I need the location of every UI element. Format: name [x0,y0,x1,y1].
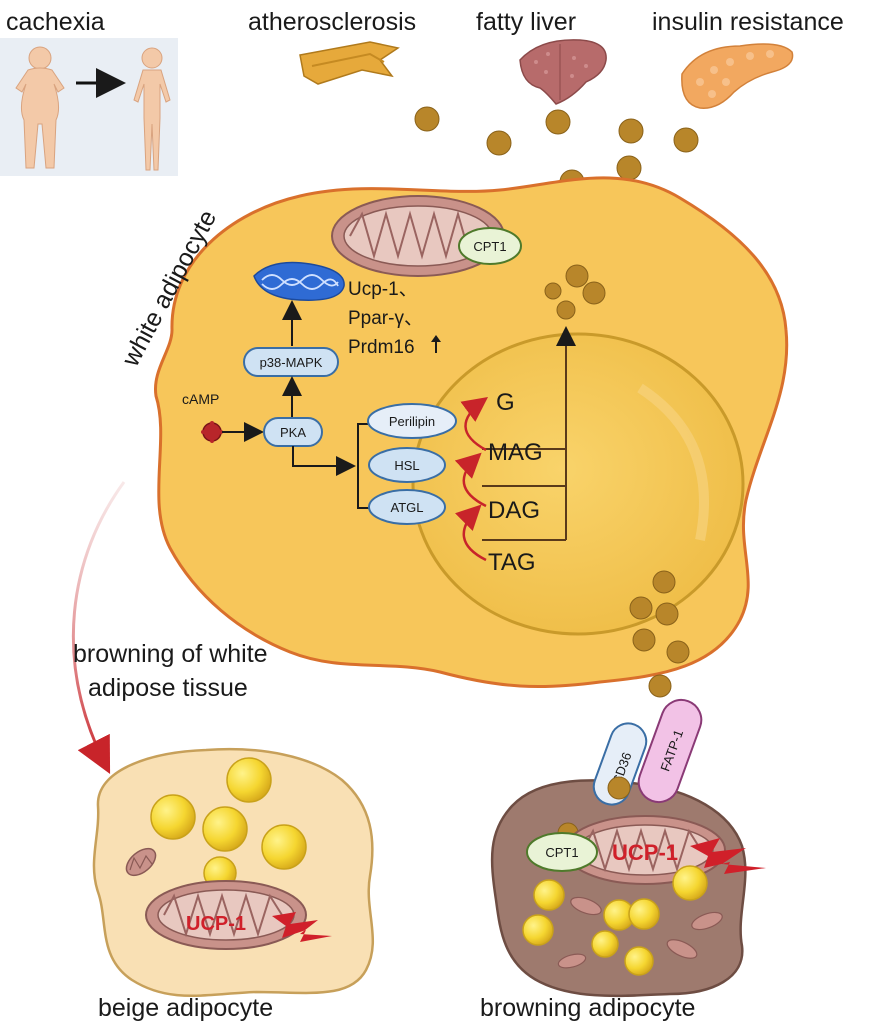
browning-adipocyte-cell [490,779,747,998]
label-cachexia: cachexia [6,8,105,36]
fatty-acid-droplets-exit [629,570,690,698]
cpt1-label-white: CPT1 [473,239,506,254]
camp-label: cAMP [182,391,219,407]
cpt1-label-browning: CPT1 [545,845,578,860]
lipid-droplet [411,332,745,636]
label-atherosclerosis: atherosclerosis [248,8,416,36]
perilipin-label: Perilipin [389,414,435,429]
beige-small-mitochondrion [125,847,157,877]
hsl-pill: HSL [368,447,446,483]
browning-ucp1-label: UCP-1 [612,840,678,865]
label-dag: DAG [488,497,540,524]
browning-adipocyte-label: browning adipocyte [480,994,695,1022]
mitochondrion-white [331,195,505,277]
beige-heat-bolt-icon [272,912,332,942]
lipase-bracket [357,423,370,509]
cachexia-illustration [0,38,178,176]
obese-body-icon [15,46,65,169]
browning-small-mitochondria [557,896,723,969]
beige-mitochondrion [145,880,307,950]
liver-icon [519,39,607,105]
thin-body-icon [133,47,171,171]
lipolysis-ladder [482,340,567,541]
beige-ucp1-label: UCP-1 [186,913,246,935]
label-insulin-resistance: insulin resistance [652,8,844,36]
upregulation-arrow-icon [431,335,441,353]
browning-label-line1: browning of white [73,640,268,668]
camp-molecule-icon [201,421,223,443]
label-fatty-liver: fatty liver [476,8,576,36]
pancreas-icon [681,43,794,109]
label-tag: TAG [488,549,536,576]
p38-mapk-pill: p38-MAPK [243,347,339,377]
fatp1-transporter: FATP-1 [637,698,703,804]
browning-arrow [72,481,126,775]
label-mag: MAG [488,439,543,466]
droplet-highlight [637,383,709,541]
pka-label: PKA [280,425,306,440]
gene-ppar-gamma: Ppar-γ、 [348,308,423,329]
cpt1-badge-white: CPT1 [458,227,522,265]
browning-label-line2: adipose tissue [88,674,248,702]
artery-icon [299,41,400,85]
arrow-pka-to-lipases [292,446,356,476]
fatty-acid-droplets-inside [544,264,606,320]
browning-lipid-droplets [522,865,708,976]
perilipin-pill: Perilipin [367,403,457,439]
beige-adipocyte-label: beige adipocyte [98,994,273,1022]
browning-heat-bolt-icon [690,838,766,874]
cpt1-badge-browning: CPT1 [526,832,598,872]
p38-mapk-label: p38-MAPK [260,355,323,370]
gene-ucp1: Ucp-1、 [348,279,418,300]
lipolysis-arrows [454,397,489,562]
pka-pill: PKA [263,417,323,447]
label-g: G [496,389,515,416]
atgl-pill: ATGL [368,489,446,525]
gene-prdm16: Prdm16 [348,337,415,358]
dna-icon [253,261,345,301]
hsl-label: HSL [394,458,419,473]
atgl-label: ATGL [391,500,424,515]
